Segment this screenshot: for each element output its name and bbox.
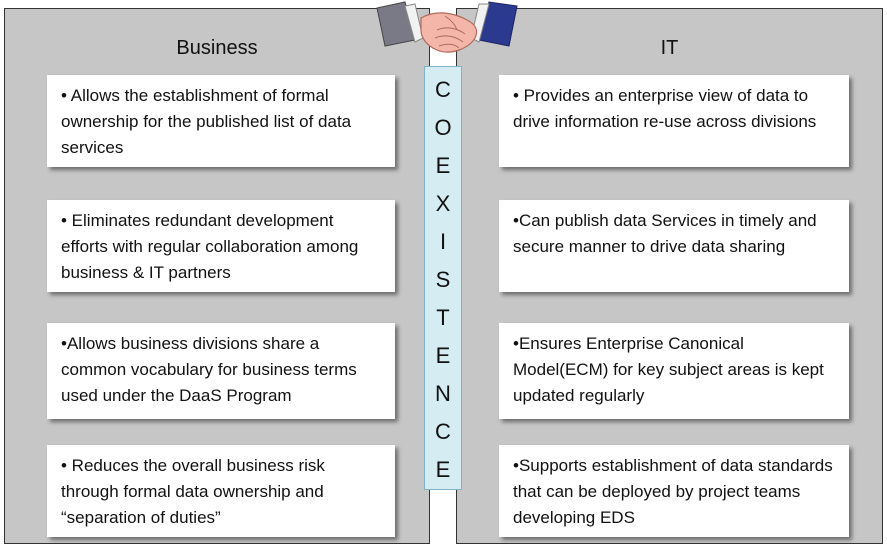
coexistence-letter: E <box>435 343 451 368</box>
coexistence-letter: E <box>435 153 451 178</box>
coexistence-letter: N <box>435 381 451 406</box>
coexistence-letter: E <box>435 457 451 482</box>
handshake-icon <box>376 1 518 53</box>
coexistence-letter: T <box>436 305 450 330</box>
it-title: IT <box>660 37 679 59</box>
business-card-3: •Allows business divisions share a commo… <box>47 323 395 419</box>
coexistence-banner: C O E X I S T E N C E <box>424 66 462 490</box>
coexistence-letter: O <box>434 115 452 140</box>
it-card-1: • Provides an enterprise view of data to… <box>499 75 849 167</box>
business-card-2: • Eliminates redundant development effor… <box>47 200 395 292</box>
it-card-4: •Supports establishment of data standard… <box>499 445 849 537</box>
it-panel: IT • Provides an enterprise view of data… <box>456 8 883 544</box>
coexistence-letter: I <box>439 229 447 254</box>
business-title: Business <box>176 37 258 59</box>
business-card-1: • Allows the establishment of formal own… <box>47 75 395 167</box>
coexistence-letter: C <box>435 77 451 102</box>
it-card-3: •Ensures Enterprise Canonical Model(ECM)… <box>499 323 849 419</box>
coexistence-letter: C <box>435 419 451 444</box>
it-card-2: •Can publish data Services in timely and… <box>499 200 849 292</box>
coexistence-letter: X <box>435 191 451 216</box>
coexistence-letter: S <box>435 267 451 292</box>
business-panel: Business • Allows the establishment of f… <box>4 8 430 544</box>
business-card-4: • Reduces the overall business risk thro… <box>47 445 395 537</box>
